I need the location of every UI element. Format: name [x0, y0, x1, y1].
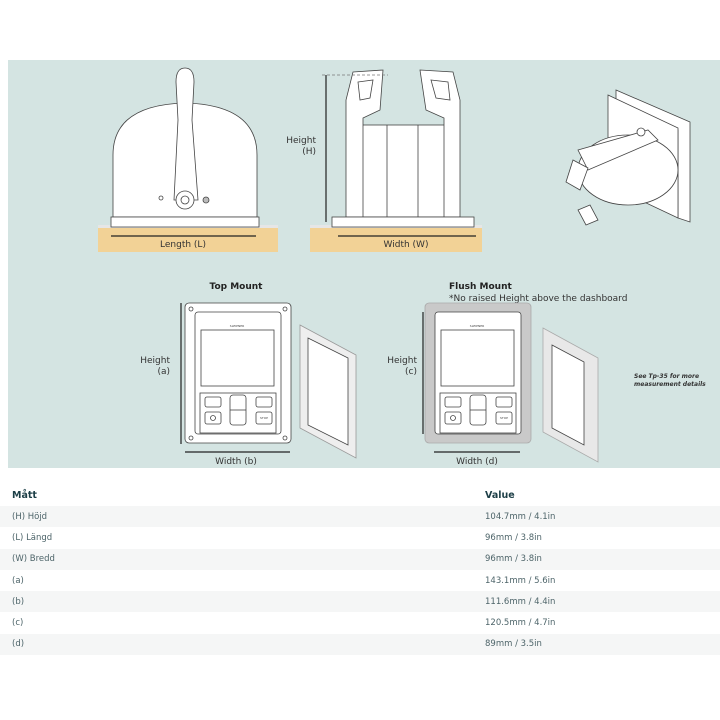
height-h-sub-label: (H) [302, 147, 316, 157]
flush-mount-title: Flush Mount [449, 282, 512, 292]
table-row: (c) 120.5mm / 4.7in [0, 612, 720, 633]
width-w-label: Width (W) [384, 240, 429, 250]
height-a-sub-label: (a) [157, 367, 170, 377]
row-label: (W) Bredd [12, 554, 55, 565]
table-row: (d) 89mm / 3.5in [0, 633, 720, 656]
row-label: (c) [12, 618, 24, 629]
table-header: Mått Value [0, 484, 720, 506]
isometric-view-drawing [565, 89, 691, 226]
height-c-label: Height [387, 356, 417, 366]
front-view-drawing: Height (H) Width (W) [286, 69, 482, 252]
row-label: (L) Längd [12, 532, 53, 543]
side-note-line-1: See Tp-35 for more [634, 373, 699, 380]
row-label: (b) [12, 596, 25, 607]
column-header-matt: Mått [12, 489, 37, 501]
table-row: (W) Bredd 96mm / 3.8in [0, 548, 720, 570]
top-mount-drawing: Top Mount SLEIPNER STOP Height (a) Width… [140, 282, 357, 467]
column-header-value: Value [485, 489, 515, 501]
side-view-drawing: Length (L) [98, 67, 278, 252]
table-row: (b) 111.6mm / 4.4in [0, 591, 720, 613]
table-row: (H) Höjd 104.7mm / 4.1in [0, 506, 720, 528]
height-h-label: Height [286, 136, 316, 146]
flush-mount-note: *No raised Height above the dashboard [449, 294, 627, 304]
row-label: (d) [12, 639, 25, 650]
width-d-label: Width (d) [456, 457, 498, 467]
row-value: 89mm / 3.5in [485, 639, 542, 650]
row-value: 111.6mm / 4.4in [485, 596, 556, 607]
row-value: 96mm / 3.8in [485, 554, 542, 565]
side-note-line-2: measurement details [634, 381, 706, 388]
top-mount-title: Top Mount [210, 282, 264, 292]
row-value: 104.7mm / 4.1in [485, 511, 556, 522]
table-row: (L) Längd 96mm / 3.8in [0, 527, 720, 548]
brand-logo: SLEIPNER [470, 324, 484, 328]
stop-button-label: STOP [260, 416, 268, 420]
row-value: 96mm / 3.8in [485, 532, 542, 543]
table-row: (a) 143.1mm / 5.6in [0, 570, 720, 591]
flush-mount-drawing: Flush Mount *No raised Height above the … [387, 282, 627, 467]
dimension-table: Mått Value (H) Höjd 104.7mm / 4.1in (L) L… [0, 484, 720, 656]
length-label: Length (L) [160, 240, 206, 250]
row-value: 120.5mm / 4.7in [485, 618, 556, 629]
width-b-label: Width (b) [215, 457, 257, 467]
height-c-sub-label: (c) [405, 367, 417, 377]
dimension-diagram: Length (L) Height (H) Width (W) Top Moun… [8, 60, 720, 468]
row-label: (H) Höjd [12, 511, 48, 522]
row-value: 143.1mm / 5.6in [485, 575, 556, 586]
height-a-label: Height [140, 356, 170, 366]
stop-button-label: STOP [500, 416, 508, 420]
brand-logo: SLEIPNER [230, 324, 244, 328]
row-label: (a) [12, 575, 24, 586]
